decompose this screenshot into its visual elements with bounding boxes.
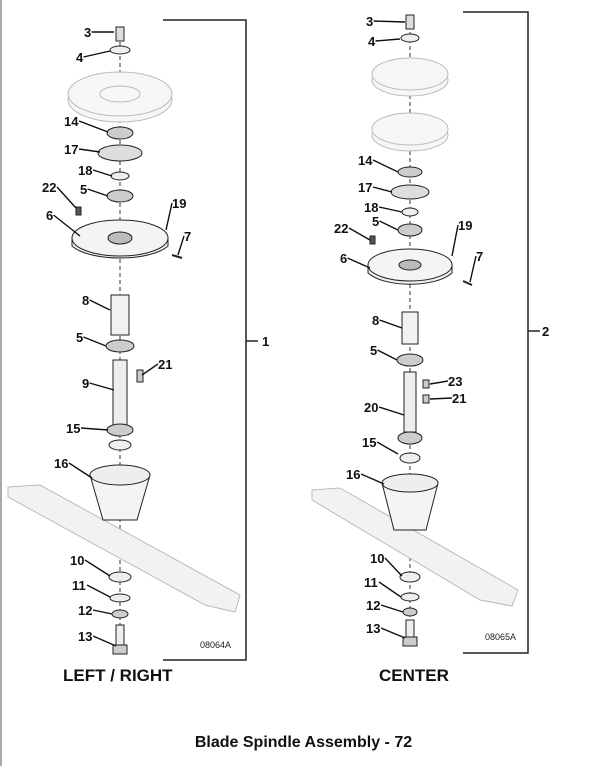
callout-7: 7 <box>184 229 191 244</box>
callout-5: 5 <box>80 182 87 197</box>
leader-line <box>360 473 385 485</box>
callout-3: 3 <box>366 14 373 29</box>
leader-line <box>84 559 111 577</box>
leader-line <box>429 380 449 385</box>
callout-16: 16 <box>54 456 68 471</box>
center-assembly <box>311 14 519 647</box>
callout-12: 12 <box>366 598 380 613</box>
leader-line <box>379 319 403 329</box>
callout-6: 6 <box>46 208 53 223</box>
callout-21: 21 <box>158 357 172 372</box>
callout-17: 17 <box>358 180 372 195</box>
leader-line <box>377 349 398 361</box>
callout-18: 18 <box>364 200 378 215</box>
leader-line <box>89 299 111 311</box>
leader-line <box>348 227 371 241</box>
leader-line <box>141 363 159 376</box>
callout-15: 15 <box>362 435 376 450</box>
callout-10: 10 <box>370 551 384 566</box>
leader-line <box>53 214 81 237</box>
callout-15: 15 <box>66 421 80 436</box>
leader-line <box>380 627 406 639</box>
callout-14: 14 <box>358 153 373 168</box>
leader-line <box>56 186 77 209</box>
leader-line <box>378 206 403 213</box>
leader-line <box>83 50 111 58</box>
blade-left <box>7 484 241 613</box>
pulley-left <box>67 71 173 123</box>
callout-5: 5 <box>370 343 377 358</box>
leader-line <box>92 635 117 647</box>
callout-18: 18 <box>78 163 92 178</box>
callout-20: 20 <box>364 400 378 415</box>
callout-11: 11 <box>72 578 86 593</box>
callout-13: 13 <box>78 629 92 644</box>
callout-16: 16 <box>346 467 360 482</box>
leader-line <box>92 169 113 177</box>
leader-line <box>378 581 402 598</box>
figure-code: 08065A <box>485 632 516 642</box>
callout-9: 9 <box>82 376 89 391</box>
callout-12: 12 <box>78 603 92 618</box>
leader-line <box>372 159 399 173</box>
assembly-number-1: 1 <box>262 334 269 349</box>
figure-code: 08064A <box>200 640 231 650</box>
leader-line <box>89 382 115 391</box>
callout-17: 17 <box>64 142 78 157</box>
callout-7: 7 <box>476 249 483 264</box>
callout-13: 13 <box>366 621 380 636</box>
left-assembly <box>7 26 241 655</box>
leader-line <box>384 557 403 577</box>
leader-line <box>378 406 405 416</box>
callout-14: 14 <box>64 114 79 129</box>
leader-line <box>379 220 399 231</box>
blade-center <box>311 487 519 607</box>
leader-line <box>375 38 401 42</box>
leader-line <box>376 441 399 455</box>
leader-line <box>469 255 477 283</box>
leader-line <box>78 120 109 133</box>
assembly-number-2: 2 <box>542 324 549 339</box>
callout-5: 5 <box>372 214 379 229</box>
leader-line <box>78 148 101 153</box>
callout-11: 11 <box>364 575 378 590</box>
callout-19: 19 <box>458 218 472 233</box>
leader-line <box>380 604 404 613</box>
callout-22: 22 <box>334 221 348 236</box>
callout-10: 10 <box>70 553 84 568</box>
leader-line <box>429 397 453 400</box>
callout-23: 23 <box>448 374 462 389</box>
leader-line <box>86 584 111 598</box>
leader-line <box>87 188 109 197</box>
callout-6: 6 <box>340 251 347 266</box>
leader-line <box>373 20 406 23</box>
callout-4: 4 <box>76 50 84 65</box>
view-label-left-right: LEFT / RIGHT <box>63 666 173 685</box>
callout-8: 8 <box>372 313 379 328</box>
leader-line <box>165 202 173 231</box>
callout-4: 4 <box>368 34 376 49</box>
leader-line <box>68 462 93 479</box>
leader-line <box>80 427 109 431</box>
leader-line <box>372 186 393 193</box>
leader-line <box>92 609 113 615</box>
leader-line <box>177 235 185 256</box>
leader-line <box>451 224 459 257</box>
bracket-left <box>163 19 247 661</box>
leader-line <box>83 336 107 347</box>
leader-line <box>347 257 371 269</box>
callout-3: 3 <box>84 25 91 40</box>
view-label-center: CENTER <box>379 666 449 685</box>
callout-8: 8 <box>82 293 89 308</box>
bracket-right <box>463 11 529 654</box>
callout-19: 19 <box>172 196 186 211</box>
callout-5: 5 <box>76 330 83 345</box>
page-caption: Blade Spindle Assembly - 72 <box>194 734 413 751</box>
callout-22: 22 <box>42 180 56 195</box>
callout-21: 21 <box>452 391 466 406</box>
pulleys-center <box>371 57 449 152</box>
